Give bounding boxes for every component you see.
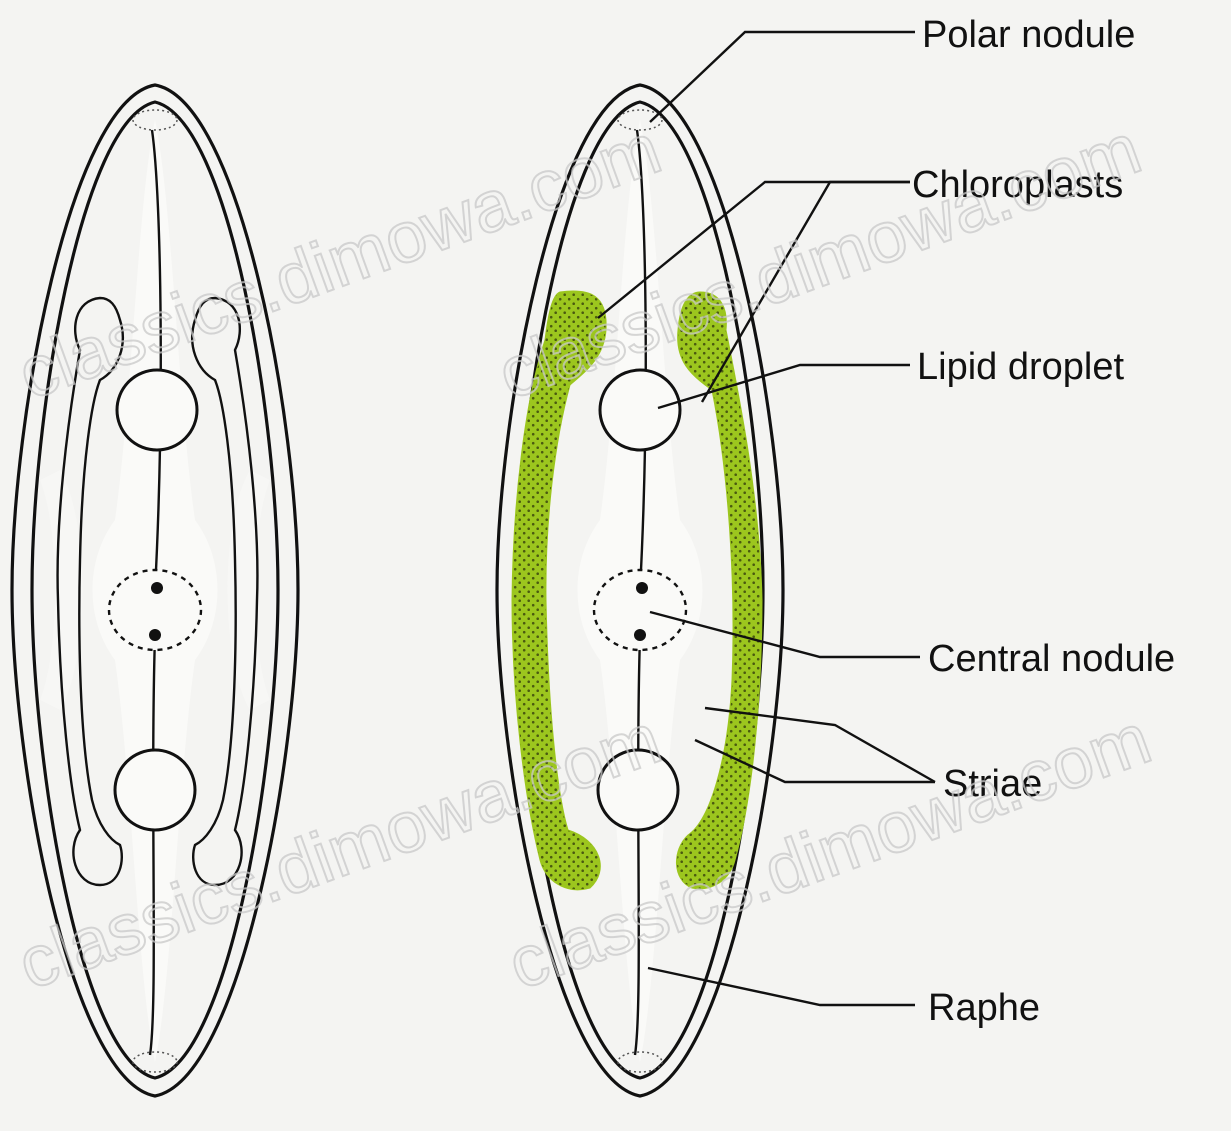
label-raphe: Raphe <box>928 987 1040 1029</box>
label-polar-nodule: Polar nodule <box>922 14 1135 56</box>
leader-raphe <box>648 968 915 1005</box>
right-lipid-droplet-top <box>600 370 680 450</box>
label-lipid-droplet: Lipid droplet <box>917 346 1124 388</box>
leader-polar-nodule <box>650 32 915 122</box>
left-lipid-droplet-top <box>117 370 197 450</box>
left-lipid-droplet-bottom <box>115 750 195 830</box>
label-central-nodule: Central nodule <box>928 638 1175 680</box>
